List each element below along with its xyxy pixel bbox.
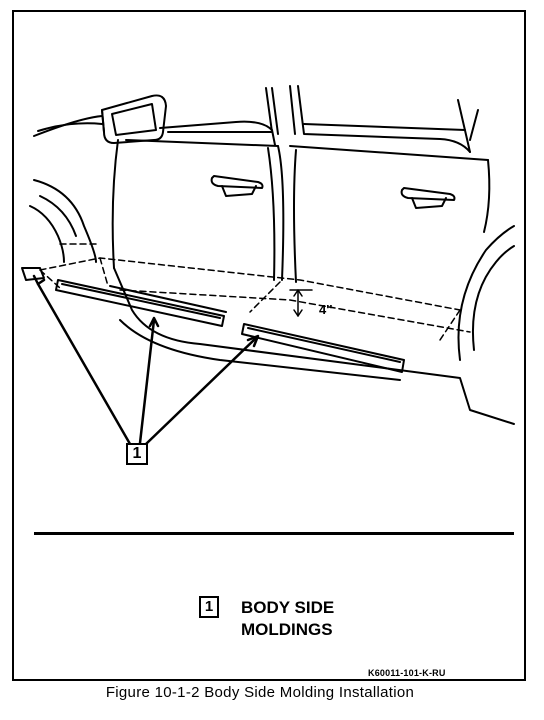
legend-number-box: 1 (199, 596, 219, 618)
callout-number-box: 1 (126, 443, 148, 465)
molding-end-cap (21, 267, 45, 281)
reference-dashed-lines (39, 243, 471, 341)
front-body-side-molding (55, 279, 227, 327)
callout-leader-arrows (32, 274, 260, 446)
image-code: K60011-101-K-RU (368, 668, 446, 678)
legend-text: BODY SIDE MOLDINGS (241, 598, 335, 639)
front-door (111, 139, 285, 281)
legend-divider (34, 532, 514, 535)
rear-body-side-molding (241, 323, 405, 373)
side-mirror (101, 94, 167, 144)
rear-wheel-arch (457, 225, 515, 361)
figure-frame (12, 10, 526, 681)
rear-door (289, 145, 491, 283)
front-door-handle (210, 175, 264, 197)
rear-door-handle (400, 187, 456, 209)
dimension-label: 4'' (319, 302, 333, 317)
dimension-indicator (289, 289, 313, 317)
front-wheel-arch (29, 179, 97, 263)
figure-caption: Figure 10-1-2 Body Side Molding Installa… (105, 684, 415, 701)
